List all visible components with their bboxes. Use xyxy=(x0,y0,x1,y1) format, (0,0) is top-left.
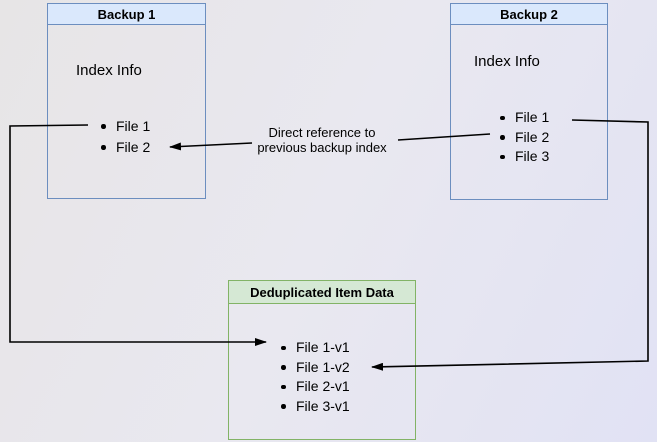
list-item: File 2 xyxy=(499,128,549,148)
list-item: File 1 xyxy=(100,116,150,137)
annotation-line-2: previous backup index xyxy=(257,140,387,155)
dedup-title: Deduplicated Item Data xyxy=(229,281,415,304)
list-item: File 2-v1 xyxy=(280,377,350,397)
backup1-file-list: File 1 File 2 xyxy=(100,116,150,158)
list-item: File 3 xyxy=(499,147,549,167)
backup2-box: Backup 2 Index Info File 1 File 2 File 3 xyxy=(450,3,608,200)
list-item: File 2 xyxy=(100,137,150,158)
dedup-box: Deduplicated Item Data File 1-v1 File 1-… xyxy=(228,280,416,440)
list-item: File 3-v1 xyxy=(280,397,350,417)
list-item: File 1-v2 xyxy=(280,358,350,378)
dedup-file-list: File 1-v1 File 1-v2 File 2-v1 File 3-v1 xyxy=(280,338,350,416)
annotation-line-1: Direct reference to xyxy=(268,125,376,140)
backup1-title: Backup 1 xyxy=(48,4,205,25)
list-item: File 1-v1 xyxy=(280,338,350,358)
backup2-file-list: File 1 File 2 File 3 xyxy=(499,108,549,167)
backup1-box: Backup 1 Index Info File 1 File 2 xyxy=(47,3,206,199)
backup2-index-info-label: Index Info xyxy=(474,53,540,70)
backup2-title: Backup 2 xyxy=(451,4,607,25)
direct-reference-annotation: Direct reference to previous backup inde… xyxy=(237,125,407,155)
list-item: File 1 xyxy=(499,108,549,128)
backup1-index-info-label: Index Info xyxy=(76,62,142,79)
